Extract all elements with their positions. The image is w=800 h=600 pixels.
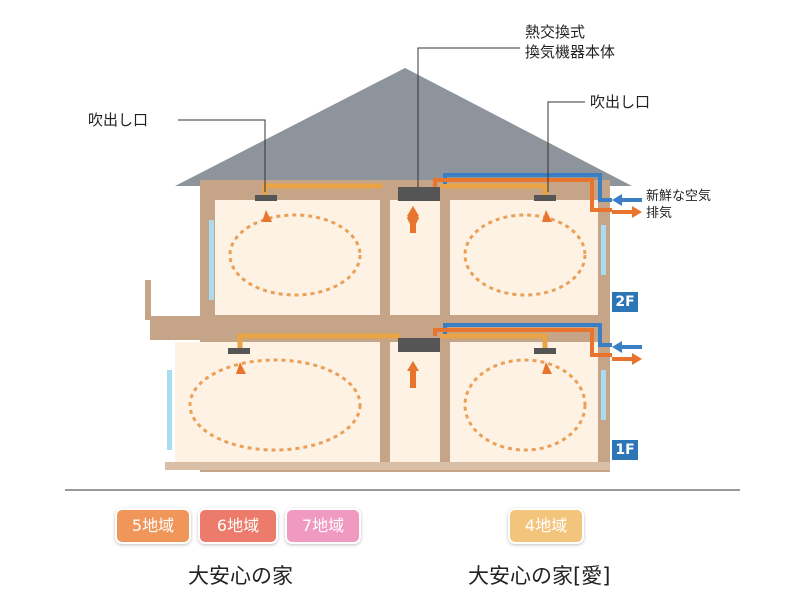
caption-left: 大安心の家 [188,564,293,588]
leader-line [547,101,585,192]
roof [175,68,632,186]
window [601,225,606,275]
outlet-label-left: 吹出し口 [88,111,149,129]
region-badge-7: 7地域 [285,508,361,544]
heat-exchanger-unit-2f [398,187,440,201]
outlet-vent [255,195,277,201]
exhaust-duct-1f [433,328,612,357]
outlet-vent [228,348,250,354]
leader-line [178,119,266,192]
fresh-air-label: 新鮮な空気 [646,189,712,204]
room-1f-left [175,342,380,462]
room-1f-right [450,342,598,462]
exhaust-label: 排気 [646,206,673,221]
fresh-air-arrow-icon [612,194,642,206]
airflow-loops [188,213,587,452]
region-badge-4: 4地域 [508,508,584,544]
outlet-label-right: 吹出し口 [590,93,651,111]
outlet-vent [534,348,556,354]
floor-badge-2f: 2F [612,292,638,312]
heat-exchanger-unit-1f [398,338,440,352]
exhaust-duct-2f [433,178,612,212]
outlet-vent [534,195,556,201]
region-badge-5: 5地域 [115,508,191,544]
leader-line [417,47,520,187]
window [167,370,172,450]
room-2f-right [450,200,598,315]
unit-label-line1: 熱交換式 [525,23,586,41]
hall-1f [390,342,440,462]
unit-label-line2: 換気機器本体 [525,43,616,61]
floor-badge-1f: 1F [612,440,638,460]
exhaust-arrow-icon [612,206,642,218]
window [601,370,606,420]
supply-duct-1f [237,333,548,348]
caption-right: 大安心の家[愛] [468,564,611,588]
region-badge-6: 6地域 [198,508,278,544]
room-2f-left [215,200,380,315]
airflow-arrows [236,206,552,388]
window [209,220,214,300]
